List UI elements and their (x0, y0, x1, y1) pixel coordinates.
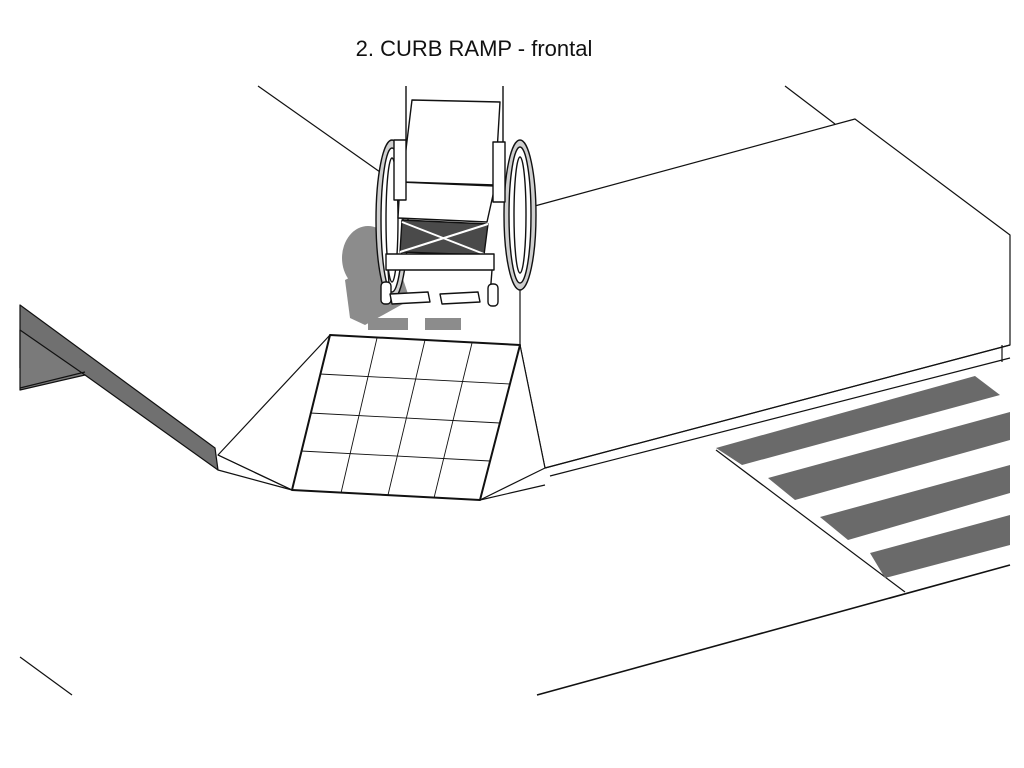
front-crossbar (385, 253, 495, 271)
crosswalk-edge (715, 449, 906, 593)
footrest-right (439, 291, 481, 305)
crosswalk (716, 376, 1010, 578)
wheel-right (503, 139, 537, 291)
street-edge-bottom-right (536, 564, 1011, 696)
armrest-left (393, 139, 407, 201)
caster-left (380, 281, 392, 305)
ramp-flare-right-edge (479, 484, 546, 501)
crosswalk-stripe-3 (820, 465, 1010, 540)
tactile-grid (300, 337, 511, 499)
diagram-title: 2. CURB RAMP - frontal (355, 36, 593, 61)
road-edge-line-left (257, 85, 381, 173)
ramp-flare-left-edge (217, 454, 293, 491)
road-edge-line-right (784, 85, 836, 125)
crosswalk-stripe-1 (716, 376, 1000, 465)
curb-face-left-lower (19, 329, 86, 391)
seat (397, 181, 496, 223)
curb-top-edge-left (19, 371, 86, 389)
curb-ramp-surface (291, 334, 521, 501)
sidewalk-slab-front-edge (544, 344, 1011, 469)
backrest (401, 99, 501, 186)
street-edge-bottom-left (19, 656, 73, 696)
sidewalk-slab-top (519, 118, 1011, 469)
crosswalk-stripe-2 (768, 412, 1010, 500)
caster-right (487, 283, 499, 307)
armrest-right (492, 141, 506, 203)
footrest-left (389, 291, 431, 305)
crosswalk-stripe-4 (870, 515, 1010, 578)
sidewalk-slab-front-edge-lower (549, 357, 1011, 477)
cross-brace-2 (399, 223, 489, 253)
curb-face-left (19, 304, 219, 471)
wheelchair (375, 86, 537, 307)
ramp-flare-left-edge-2 (217, 469, 293, 491)
